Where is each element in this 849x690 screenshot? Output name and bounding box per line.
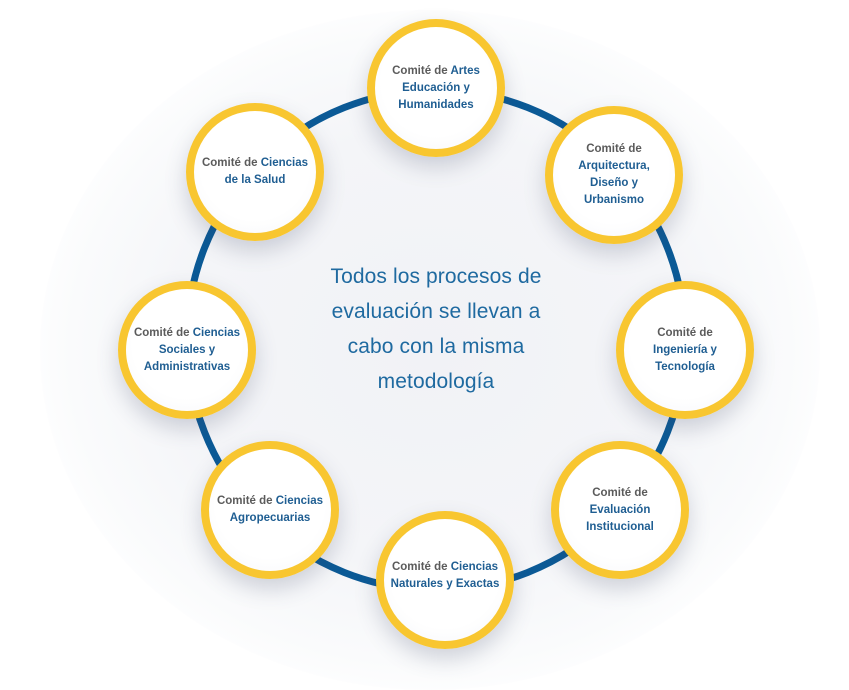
node-name: Evaluación Institucional bbox=[586, 503, 654, 533]
node-name: Arquitectura, Diseño y Urbanismo bbox=[578, 160, 650, 206]
center-line: cabo con la misma bbox=[347, 335, 525, 358]
node-name: Sociales y Administrativas bbox=[143, 343, 231, 373]
node-ciencias-naturales-exactas: Comité de Ciencias Naturales y Exactas bbox=[376, 511, 514, 649]
node-arquitectura-diseno-urbanismo: Comité de Arquitectura, Diseño y Urbanis… bbox=[545, 106, 683, 244]
node-name: Ciencias bbox=[275, 495, 324, 507]
node-name: Ciencias bbox=[192, 326, 241, 339]
node-name: Artes bbox=[450, 64, 480, 77]
node-name: Ingeniería y Tecnología bbox=[653, 343, 717, 373]
node-ingenieria-tecnologia: Comité de Ingeniería y Tecnología bbox=[616, 281, 754, 419]
node-name: Naturales y Exactas bbox=[390, 578, 500, 590]
node-ciencias-salud: Comité de Ciencias de la Salud bbox=[186, 103, 324, 241]
node-prefix: Comité de bbox=[201, 157, 261, 169]
node-prefix: Comité de bbox=[586, 143, 642, 155]
node-name: Ciencias bbox=[260, 157, 309, 169]
node-prefix: Comité de bbox=[657, 326, 713, 339]
node-prefix: Comité de bbox=[391, 561, 451, 573]
node-evaluacion-institucional: Comité de Evaluación Institucional bbox=[551, 441, 689, 579]
node-name: Educación y Humanidades bbox=[398, 81, 474, 111]
node-prefix: Comité de bbox=[592, 486, 648, 499]
node-artes-educacion-humanidades: Comité de Artes Educación y Humanidades bbox=[367, 19, 505, 157]
center-line: Todos los procesos de bbox=[330, 265, 542, 288]
node-ciencias-agropecuarias: Comité de Ciencias Agropecuarias bbox=[201, 441, 339, 579]
node-prefix: Comité de bbox=[392, 64, 451, 77]
node-ciencias-sociales-administrativas: Comité de Ciencias Sociales y Administra… bbox=[118, 281, 256, 419]
node-prefix: Comité de bbox=[216, 495, 276, 507]
node-name: Ciencias bbox=[450, 561, 499, 573]
center-statement: Todos los procesos de evaluación se llev… bbox=[296, 259, 576, 399]
node-name: Agropecuarias bbox=[229, 512, 311, 524]
center-line: metodología bbox=[377, 370, 495, 393]
node-name: de la Salud bbox=[224, 174, 286, 186]
center-line: evaluación se llevan a bbox=[331, 300, 541, 323]
node-prefix: Comité de bbox=[133, 326, 193, 339]
